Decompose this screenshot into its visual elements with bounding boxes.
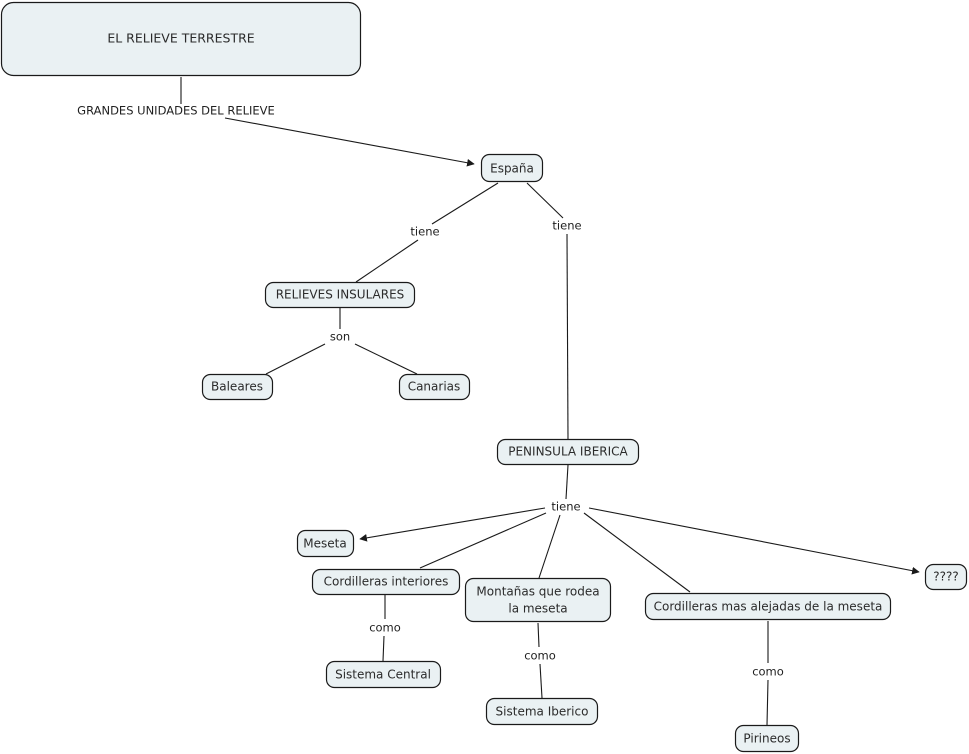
node-sistema-central-label: Sistema Central [335,668,431,682]
node-unknown-box[interactable] [924,563,968,591]
node-montanas-que-rodea-la-meseta[interactable]: Montañas que rodea la meseta [464,577,612,623]
link-label-como-sistema-central: como [369,621,401,635]
edge-tiene-insulares-to-relieves [355,239,419,283]
node-baleares[interactable]: Baleares [201,373,274,401]
link-label-como-pirineos: como [752,665,784,679]
node-sistema-iberico-label: Sistema Iberico [496,705,589,719]
node-cordilleras-mas-alejadas-label: Cordilleras mas alejadas de la meseta [654,600,883,614]
link-label-grandes-unidades: GRANDES UNIDADES DEL RELIEVE [77,104,275,118]
edge-como-to-pirineos [766,679,769,726]
link-label-tiene-insulares: tiene [410,225,439,239]
edge-como-to-sistema-iberico [539,663,543,699]
node-baleares-box[interactable] [201,373,274,401]
node-canarias[interactable]: Canarias [398,373,471,401]
edge-tiene-hub-to-cordilleras-alejadas [583,512,691,593]
link-label-como-sistema-iberico: como [524,649,556,663]
edge-tiene-hub-to-cordilleras-interiores [419,512,547,569]
node-peninsula-iberica[interactable]: PENINSULA IBERICA [496,438,640,466]
node-pirineos-label: Pirineos [743,732,790,746]
node-baleares-label: Baleares [211,380,263,394]
node-pirineos[interactable]: Pirineos [734,724,800,753]
node-montanas-label-line1: Montañas que rodea [476,585,599,599]
node-espana-label: España [490,162,534,176]
node-meseta-label: Meseta [303,537,346,551]
edge-grandes-unidades-to-espana [224,117,475,167]
edge-montanas-to-como [537,622,540,648]
node-sistema-iberico-box[interactable] [485,697,599,726]
node-sistema-central-box[interactable] [325,660,442,689]
edge-peninsula-to-tiene-hub [565,464,569,500]
node-unknown-label: ???? [933,570,958,584]
node-unknown[interactable]: ???? [924,563,968,591]
node-el-relieve-terrestre[interactable]: EL RELIEVE TERRESTRE [0,1,362,77]
node-relieves-insulares-label: RELIEVES INSULARES [276,288,405,302]
node-cordilleras-interiores-box[interactable] [311,568,461,596]
node-espana-box[interactable] [480,153,544,183]
node-sistema-iberico[interactable]: Sistema Iberico [485,697,599,726]
node-meseta-box[interactable] [296,529,355,558]
node-canarias-label: Canarias [408,380,461,394]
edge-espana-to-tiene-peninsula [526,182,564,219]
node-espana[interactable]: España [480,153,544,183]
edge-son-to-canarias [354,343,418,375]
node-relieves-insulares-box[interactable] [264,281,416,309]
node-montanas-que-rodea-la-meseta-box[interactable] [464,577,612,623]
node-canarias-box[interactable] [398,373,471,401]
edge-son-to-baleares [265,343,326,375]
node-peninsula-iberica-label: PENINSULA IBERICA [508,445,628,459]
edge-tiene-hub-to-meseta [359,507,546,542]
edge-espana-to-tiene-insulares [431,182,499,225]
node-pirineos-box[interactable] [734,724,800,753]
edge-tiene-hub-to-unknown [588,507,920,575]
node-relieves-insulares[interactable]: RELIEVES INSULARES [264,281,416,309]
link-label-son: son [330,330,350,344]
node-meseta[interactable]: Meseta [296,529,355,558]
link-label-tiene-peninsula: tiene [552,219,581,233]
node-el-relieve-terrestre-box[interactable] [0,1,362,77]
node-el-relieve-terrestre-label: EL RELIEVE TERRESTRE [107,31,254,46]
edge-tiene-hub-to-montanas [538,514,561,579]
edge-como-to-sistema-central [382,635,385,662]
node-cordilleras-interiores-label: Cordilleras interiores [324,575,449,589]
node-cordilleras-mas-alejadas[interactable]: Cordilleras mas alejadas de la meseta [644,592,892,621]
node-cordilleras-interiores[interactable]: Cordilleras interiores [311,568,461,596]
node-peninsula-iberica-box[interactable] [496,438,640,466]
node-sistema-central[interactable]: Sistema Central [325,660,442,689]
edge-tiene-peninsula-to-peninsula [566,233,569,440]
node-cordilleras-mas-alejadas-box[interactable] [644,592,892,621]
link-label-tiene-peninsula-hub: tiene [551,500,580,514]
node-montanas-label-line2: la meseta [508,602,567,616]
